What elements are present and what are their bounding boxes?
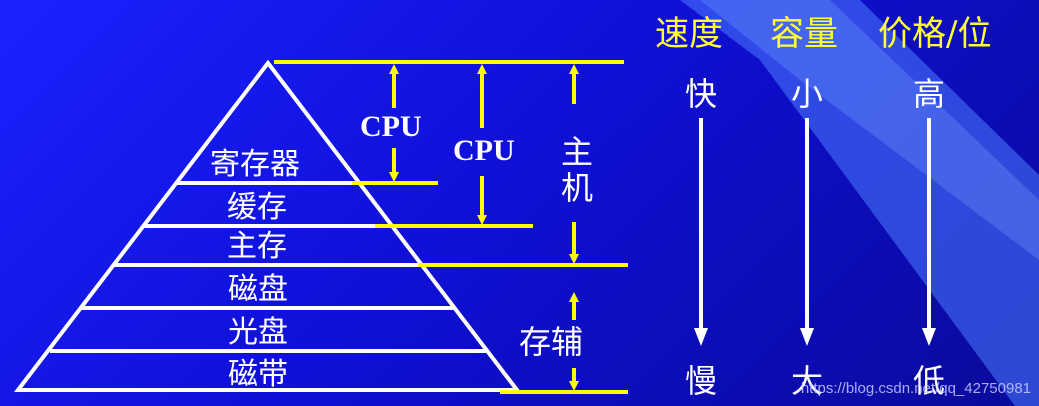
header-capacity: 容量 <box>770 14 838 54</box>
watermark: https://blog.csdn.net/qq_42750981 <box>800 380 1031 397</box>
label-host-2: 机 <box>561 169 594 207</box>
header-price-per-bit: 价格/位 <box>878 14 992 54</box>
header-speed: 速度 <box>655 14 723 54</box>
capacity-top: 小 <box>790 75 824 113</box>
arrow-cpu-inner-down-head <box>389 172 399 182</box>
layer-cache: 缓存 <box>227 190 287 225</box>
arrow-aux-up-head <box>569 292 579 302</box>
layer-optical-disk: 光盘 <box>228 315 288 350</box>
layer-tape: 磁带 <box>228 357 288 392</box>
layer-disk: 磁盘 <box>228 272 288 307</box>
price-bottom: 低 <box>912 362 946 400</box>
label-cpu-outer: CPU <box>453 134 515 167</box>
label-cpu-inner: CPU <box>360 110 422 143</box>
capacity-bottom: 大 <box>790 362 824 400</box>
arrow-host-up-head <box>569 64 579 74</box>
arrow-cpu-outer-down-head <box>477 215 487 225</box>
arrow-aux-down-head <box>569 381 579 391</box>
arrow-capacity-head <box>800 328 814 346</box>
layer-registers: 寄存器 <box>210 147 300 182</box>
arrow-price-head <box>922 328 936 346</box>
light-beam <box>680 0 1039 406</box>
label-auxiliary: 存辅 <box>519 323 584 361</box>
label-host-1: 主 <box>561 133 594 171</box>
arrow-cpu-outer-up-head <box>477 64 487 74</box>
arrow-host-down-head <box>569 254 579 264</box>
layer-main-memory: 主存 <box>227 229 287 264</box>
speed-top: 快 <box>684 75 718 113</box>
light-beam-core <box>700 0 1039 260</box>
arrow-speed-head <box>694 328 708 346</box>
arrow-cpu-inner-up-head <box>389 64 399 74</box>
speed-bottom: 慢 <box>684 362 718 400</box>
price-top: 高 <box>912 75 946 113</box>
